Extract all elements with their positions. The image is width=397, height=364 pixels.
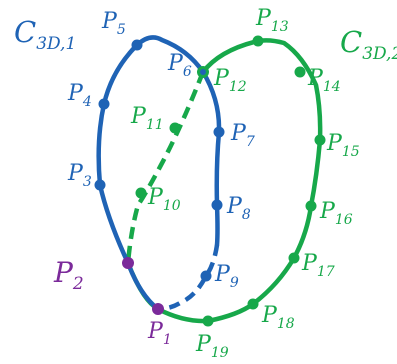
point-p5-marker [131,39,143,51]
point-p13-marker [252,35,264,47]
curve-c3d1-join [125,260,161,312]
point-p9-label: P9 [214,262,239,291]
point-p9-marker [200,270,212,282]
point-p14-marker [294,66,306,78]
point-p17-marker [288,252,300,264]
point-p10-marker [135,187,147,199]
point-p4-label: P4 [67,81,92,110]
point-p6-ring [200,69,206,75]
point-p7-marker [213,126,225,138]
point-p2-label: P2 [53,256,84,294]
point-p3-marker [94,179,106,191]
point-p16-label: P16 [319,199,353,228]
point-p10-label: P10 [147,185,181,214]
point-p8-label: P8 [226,194,251,223]
point-p15-marker [314,134,326,146]
point-p18-marker [247,298,259,310]
point-p6-label: P6 [167,51,192,80]
point-p19-marker [202,315,214,327]
point-p2-marker [122,257,134,269]
point-p5-label: P5 [101,9,126,38]
point-p1-label: P1 [147,319,172,348]
point-p17-label: P17 [301,251,335,280]
curve-c3d1-dashed [157,244,220,312]
curve-c3d2-label: C3D,2 [340,25,397,64]
point-p1-marker [152,303,164,315]
point-p16-marker [305,200,317,212]
point-p7-label: P7 [230,121,255,150]
point-p12-label: P12 [213,66,247,95]
curve-c3d1-solid [96,35,222,266]
point-p19-label: P19 [195,332,229,361]
curve-c3d2-dashed [125,71,206,264]
point-p15-label: P15 [326,131,360,160]
point-p11-label: P11 [130,104,164,133]
point-p14-label: P14 [307,66,341,95]
point-p18-label: P18 [261,303,295,332]
curve-c3d1-label: C3D,1 [14,15,76,54]
point-p8-marker [211,199,223,211]
point-p13-label: P13 [255,6,289,35]
point-p3-label: P3 [67,161,92,190]
point-p4-marker [98,98,110,110]
point-p11-marker [169,122,181,134]
